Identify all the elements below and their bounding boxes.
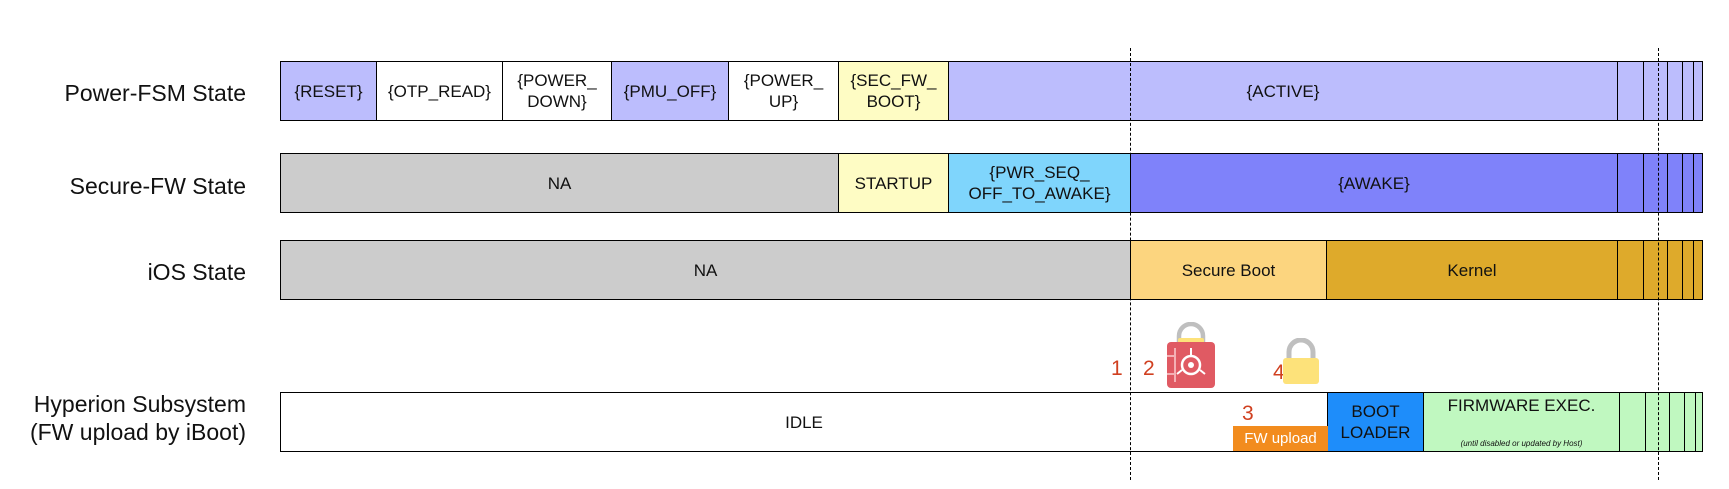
power-fsm-power-down: {POWER_ DOWN} xyxy=(503,62,612,120)
tick xyxy=(1684,393,1685,451)
tick xyxy=(1693,62,1694,120)
tick xyxy=(1693,241,1694,299)
ios-secure-boot-text: Secure Boot xyxy=(1181,260,1276,280)
power-fsm-sec-fw-boot-text: {SEC_FW_ BOOT} xyxy=(850,71,937,111)
hyperion-firmware-exec-text: FIRMWARE EXEC. (until disabled or update… xyxy=(1424,374,1619,470)
secure-fw-awake-text: {AWAKE} xyxy=(1338,173,1410,193)
row-label-secure-fw: Secure-FW State xyxy=(69,173,246,199)
power-fsm-otp-read-text: {OTP_READ} xyxy=(388,81,491,101)
lane-power-fsm: {RESET} {OTP_READ} {POWER_ DOWN} {PMU_OF… xyxy=(280,61,1703,121)
secure-fw-startup: STARTUP xyxy=(839,154,949,212)
tick xyxy=(1667,154,1668,212)
tick xyxy=(1645,393,1646,451)
dashed-marker-line xyxy=(1130,48,1131,480)
power-fsm-power-up-text: {POWER_ UP} xyxy=(743,71,824,111)
power-fsm-active-text: {ACTIVE} xyxy=(1246,81,1320,101)
step-4-label: 4 xyxy=(1273,361,1285,384)
secure-fw-startup-text: STARTUP xyxy=(854,173,933,193)
secure-fw-na: NA xyxy=(281,154,839,212)
power-fsm-reset: {RESET} xyxy=(281,62,377,120)
lane-hyperion: IDLE BOOT LOADER FIRMWARE EXEC. (until d… xyxy=(280,392,1703,452)
tick xyxy=(1643,241,1644,299)
dashed-marker-line xyxy=(1658,48,1659,480)
lane-secure-fw: NA STARTUP {PWR_SEQ_ OFF_TO_AWAKE} {AWAK… xyxy=(280,153,1703,213)
secure-fw-awake: {AWAKE} xyxy=(1131,154,1702,212)
row-label-hyperion-line2: (FW upload by iBoot) xyxy=(29,419,246,445)
secure-chip-lock-icon xyxy=(1167,322,1215,388)
tick xyxy=(1682,241,1683,299)
tick xyxy=(1682,154,1683,212)
power-fsm-pmu-off: {PMU_OFF} xyxy=(612,62,729,120)
row-label-power-fsm: Power-FSM State xyxy=(64,80,247,106)
tick xyxy=(1619,393,1620,451)
power-fsm-pmu-off-text: {PMU_OFF} xyxy=(623,81,717,101)
firmware-exec-label: FIRMWARE EXEC. xyxy=(1447,396,1596,415)
tick xyxy=(1617,241,1618,299)
hyperion-boot-loader: BOOT LOADER xyxy=(1328,393,1424,451)
tick xyxy=(1617,154,1618,212)
ios-na-text: NA xyxy=(693,260,718,280)
row-label-hyperion-line1: Hyperion Subsystem xyxy=(33,391,246,417)
power-fsm-power-down-text: {POWER_ DOWN} xyxy=(517,71,597,111)
power-fsm-active: {ACTIVE} xyxy=(949,62,1702,120)
ios-secure-boot: Secure Boot xyxy=(1131,241,1327,299)
ios-na: NA xyxy=(281,241,1131,299)
row-label-ios: iOS State xyxy=(147,259,246,285)
step-3-label: 3 xyxy=(1242,402,1254,425)
secure-fw-na-text: NA xyxy=(547,173,572,193)
tick xyxy=(1643,62,1644,120)
padlock-icon xyxy=(1283,338,1319,384)
power-fsm-otp-read: {OTP_READ} xyxy=(377,62,503,120)
hyperion-firmware-exec: FIRMWARE EXEC. (until disabled or update… xyxy=(1424,393,1702,451)
tick xyxy=(1617,62,1618,120)
secure-fw-pwr-seq: {PWR_SEQ_ OFF_TO_AWAKE} xyxy=(949,154,1131,212)
ios-kernel: Kernel xyxy=(1327,241,1702,299)
tick xyxy=(1682,62,1683,120)
step-2-label: 2 xyxy=(1143,357,1155,380)
secure-fw-pwr-seq-text: {PWR_SEQ_ OFF_TO_AWAKE} xyxy=(968,163,1111,203)
tick xyxy=(1643,154,1644,212)
hyperion-boot-loader-text: BOOT LOADER xyxy=(1340,402,1411,442)
row-label-hyperion: Hyperion Subsystem (FW upload by iBoot) xyxy=(30,390,246,446)
hyperion-idle-text: IDLE xyxy=(785,412,823,432)
power-fsm-sec-fw-boot: {SEC_FW_ BOOT} xyxy=(839,62,949,120)
power-fsm-power-up: {POWER_ UP} xyxy=(729,62,839,120)
lane-ios: NA Secure Boot Kernel xyxy=(280,240,1703,300)
step-1-label: 1 xyxy=(1111,357,1123,380)
hyperion-idle: IDLE xyxy=(281,393,1328,451)
firmware-exec-sublabel: (until disabled or updated by Host) xyxy=(1460,439,1583,448)
power-fsm-reset-text: {RESET} xyxy=(294,81,363,101)
tick xyxy=(1669,393,1670,451)
tick xyxy=(1695,393,1696,451)
ios-kernel-text: Kernel xyxy=(1447,260,1497,280)
tick xyxy=(1667,241,1668,299)
tick xyxy=(1693,154,1694,212)
fw-upload-badge: FW upload xyxy=(1233,426,1328,451)
tick xyxy=(1667,62,1668,120)
